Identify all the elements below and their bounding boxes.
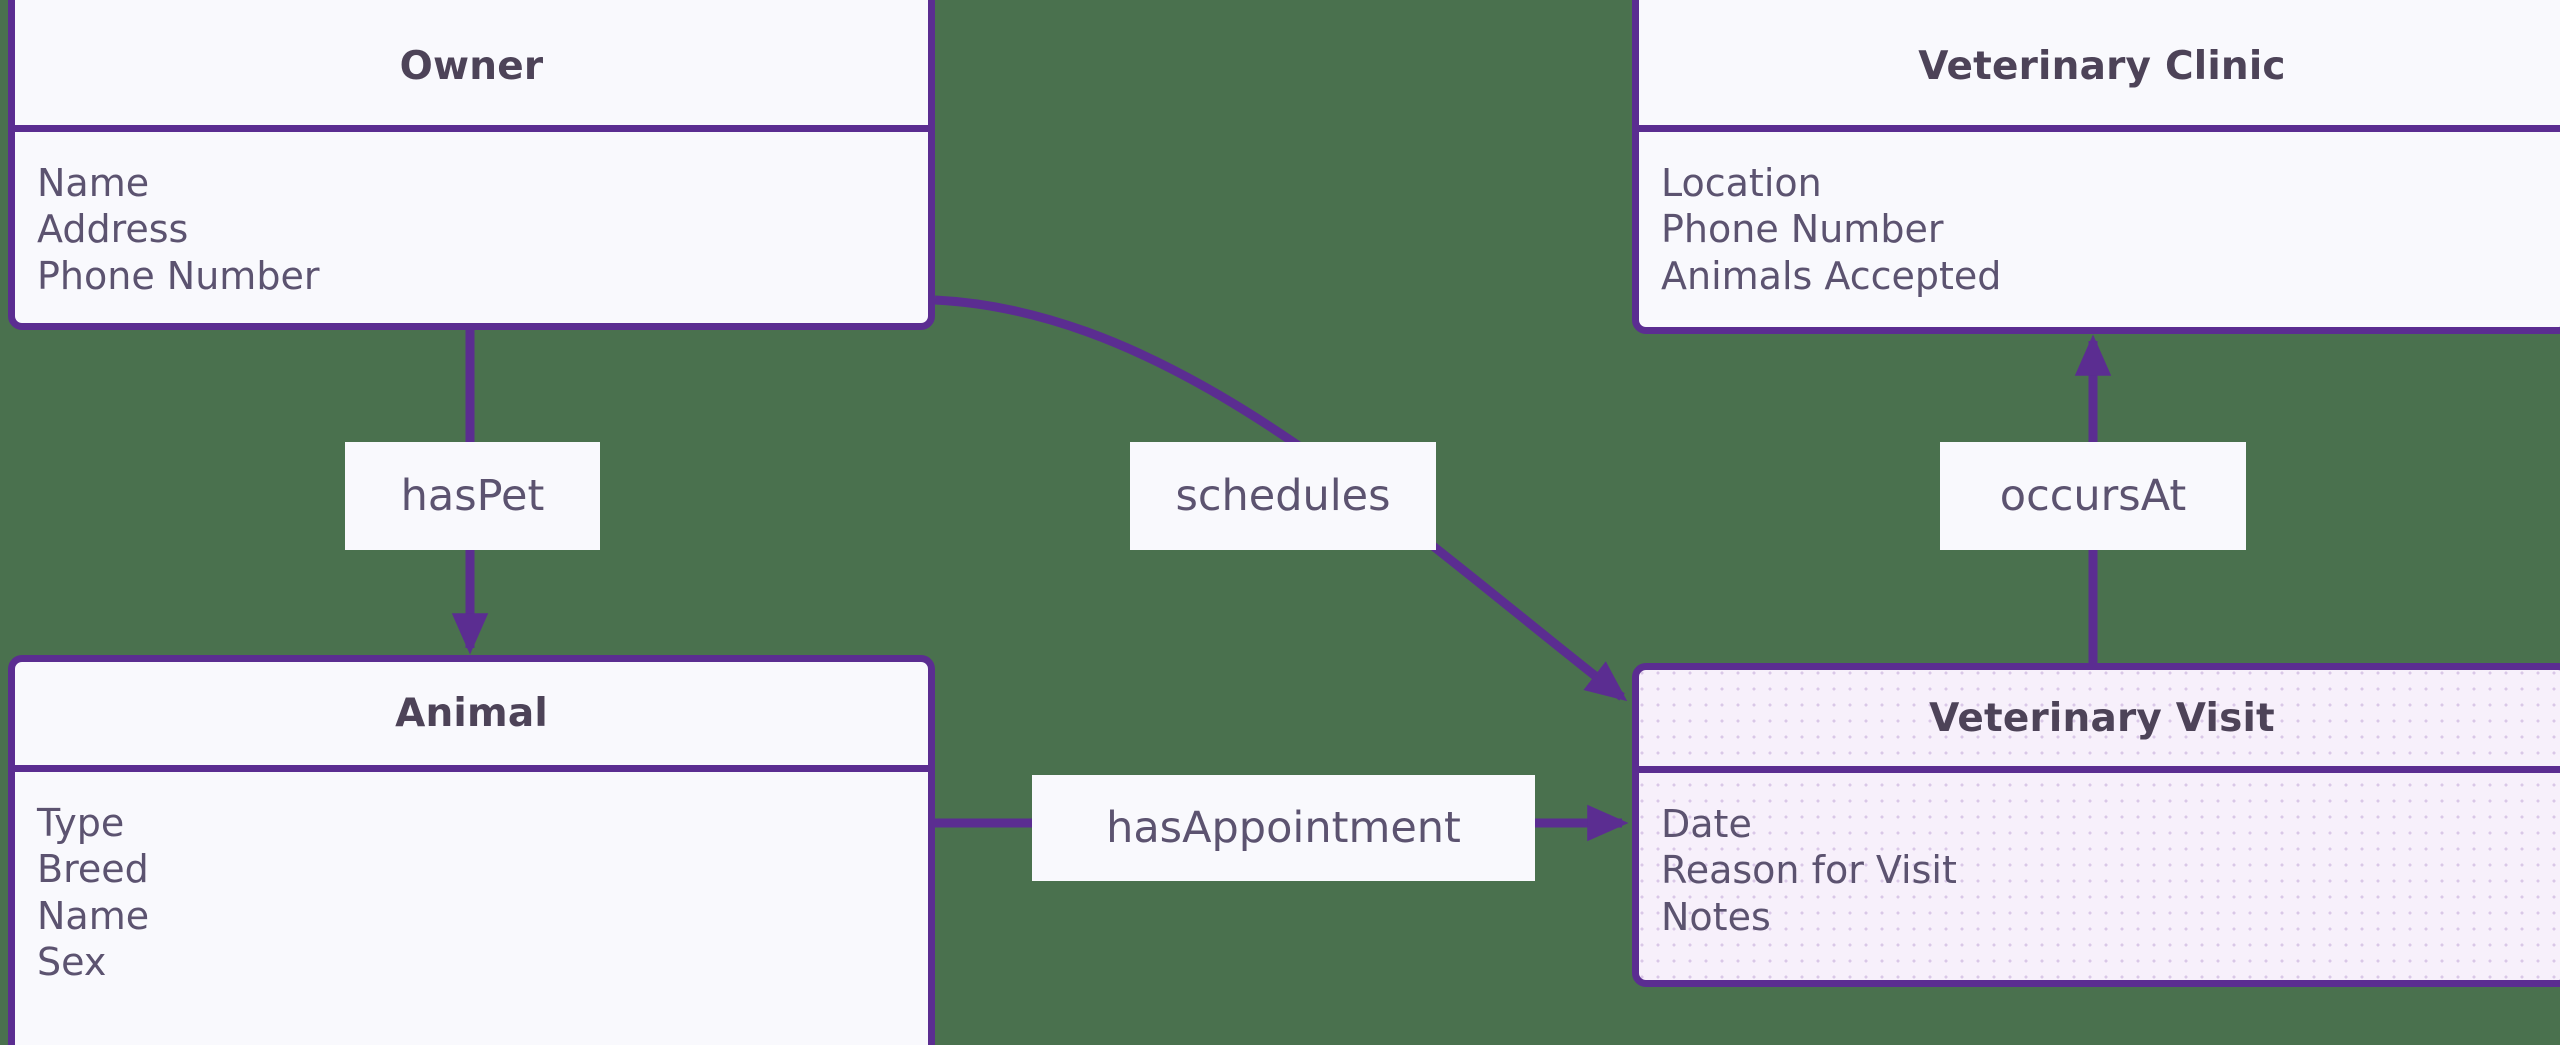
attribute-row: Type — [37, 801, 125, 845]
relationship-label-haspet[interactable]: hasPet — [345, 442, 600, 550]
attribute-row: Notes — [1661, 894, 1771, 939]
relationship-label-occursat[interactable]: occursAt — [1940, 442, 2246, 550]
attribute-row: Reason for Visit — [1661, 848, 1957, 893]
attribute-row: Phone Number — [37, 253, 320, 298]
entity-veterinary-clinic[interactable]: Veterinary Clinic Location Phone Number … — [1632, 0, 2560, 334]
attribute-row: Phone Number — [1661, 207, 1944, 252]
entity-owner-title: Owner — [15, 0, 928, 132]
entity-animal-attributes: Type Breed Name Sex — [15, 772, 928, 985]
attribute-row: Breed — [37, 847, 149, 892]
entity-animal[interactable]: Animal Type Breed Name Sex — [8, 655, 935, 1045]
entity-veterinary-visit[interactable]: Veterinary Visit Date Reason for Visit N… — [1632, 663, 2560, 987]
relationship-label-schedules[interactable]: schedules — [1130, 442, 1436, 550]
entity-veterinary-visit-title: Veterinary Visit — [1639, 670, 2560, 773]
relationship-label-hasappointment[interactable]: hasAppointment — [1032, 775, 1535, 881]
attribute-row: Sex — [37, 939, 107, 984]
attribute-row: Animals Accepted — [1661, 253, 2002, 298]
attribute-row: Date — [1661, 802, 1752, 846]
entity-animal-title: Animal — [15, 662, 928, 772]
entity-veterinary-visit-attributes: Date Reason for Visit Notes — [1639, 773, 2560, 940]
entity-veterinary-clinic-attributes: Location Phone Number Animals Accepted — [1639, 132, 2560, 299]
entity-owner[interactable]: Owner Name Address Phone Number — [8, 0, 935, 330]
attribute-row: Name — [37, 893, 150, 938]
entity-owner-attributes: Name Address Phone Number — [15, 132, 928, 299]
attribute-row: Name — [37, 161, 150, 205]
attribute-row: Location — [1661, 161, 1822, 205]
entity-veterinary-clinic-title: Veterinary Clinic — [1639, 0, 2560, 132]
attribute-row: Address — [37, 207, 189, 252]
